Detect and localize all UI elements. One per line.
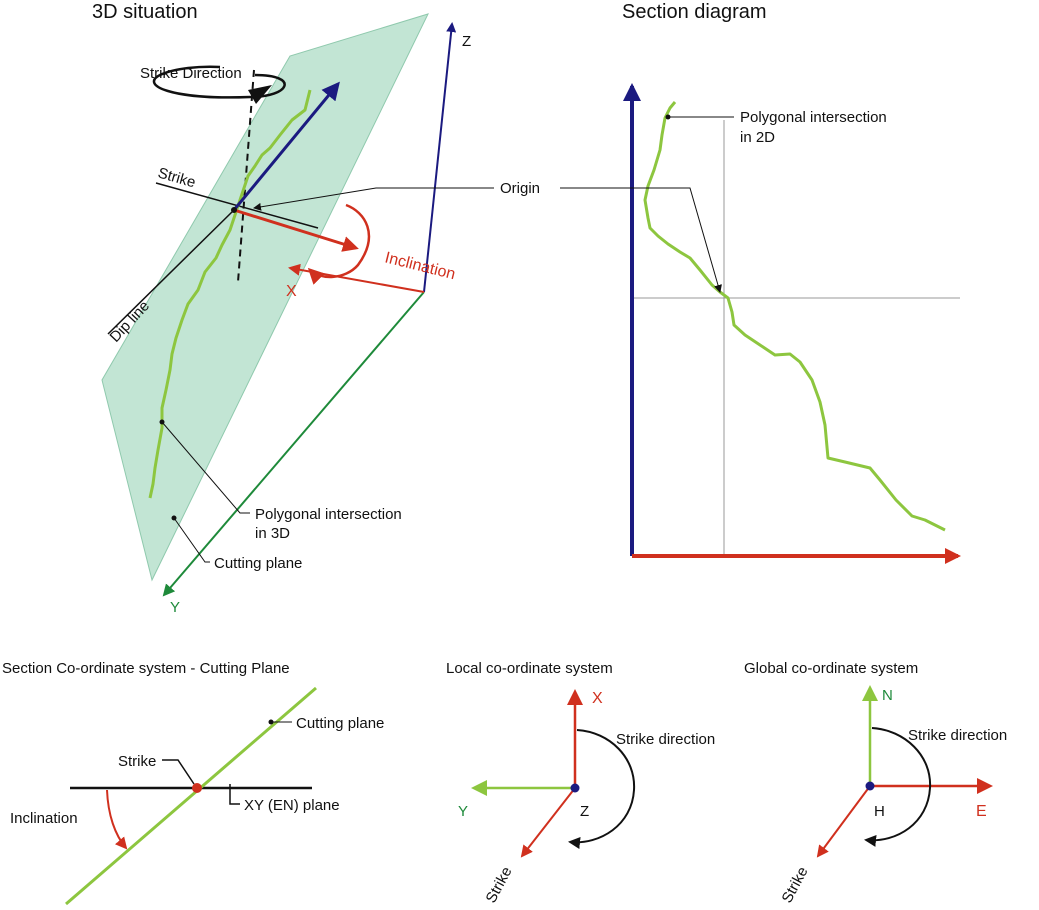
xy-plane-leader: [229, 784, 240, 805]
polygonal-intersection-2d-label-2: in 2D: [740, 129, 775, 146]
title-global-cs: Global co-ordinate system: [744, 660, 918, 677]
global-strike-arrow: [816, 785, 871, 858]
global-e-label: E: [976, 803, 987, 820]
strike-label-3d: Strike: [156, 165, 198, 192]
dip-direction-arrow: [232, 81, 340, 211]
polygonal-intersection-2d-label-1: Polygonal intersection: [740, 109, 887, 126]
local-strike-direction-label: Strike direction: [616, 731, 715, 748]
cutting-plane-shape: [101, 13, 429, 582]
inclination-arc-2d: [106, 789, 128, 850]
polygonal-intersection-3d-label-1: Polygonal intersection: [255, 506, 402, 523]
global-n-label: N: [882, 687, 893, 704]
inclination-label-3d: Inclination: [383, 249, 457, 283]
local-strike-direction-arc: [568, 729, 636, 849]
global-strike-direction-arc: [864, 727, 932, 847]
local-x-label: X: [592, 690, 603, 707]
origin-dot-3d: [231, 207, 237, 213]
title-section-diagram: Section diagram: [622, 1, 767, 23]
global-strike-label: Strike: [779, 864, 812, 906]
strike-leader-2d: [162, 759, 195, 785]
global-origin-dot: [865, 781, 875, 791]
inclination-vector-arrow: [233, 208, 359, 252]
polygonal-intersection-3d-label-2: in 3D: [255, 525, 290, 542]
origin-leader-3d: [253, 187, 494, 211]
origin-label: Origin: [500, 180, 540, 197]
inclination-arc: [307, 203, 371, 285]
polygonal-intersection-3d: [148, 89, 312, 499]
global-strike-direction-label: Strike direction: [908, 727, 1007, 744]
polygonal-intersection-2d: [643, 101, 946, 532]
strike-direction-label: Strike Direction: [140, 65, 242, 82]
title-section-cs: Section Co-ordinate system - Cutting Pla…: [2, 660, 290, 677]
title-3d-situation: 3D situation: [92, 1, 198, 23]
xy-plane-label: XY (EN) plane: [244, 797, 340, 814]
axis-y-label: Y: [170, 599, 180, 616]
axis-z-label: Z: [462, 33, 471, 50]
cutting-plane-label-3d: Cutting plane: [214, 555, 302, 572]
axis-x-label: X: [286, 283, 297, 300]
dip-line: [107, 209, 235, 335]
local-strike-arrow: [520, 787, 576, 858]
cutting-plane-line-2d: [65, 686, 317, 906]
y-axis-arrow: [162, 291, 425, 597]
global-h-label: H: [874, 803, 885, 820]
origin-leader-section: [560, 187, 722, 293]
title-local-cs: Local co-ordinate system: [446, 660, 613, 677]
cutting-plane-label-2d: Cutting plane: [296, 715, 384, 732]
strike-label-2d: Strike: [118, 753, 156, 770]
inclination-label-2d: Inclination: [10, 810, 78, 827]
local-z-label: Z: [580, 803, 589, 820]
intersection-3d-leader: [161, 421, 250, 514]
z-axis-arrow: [423, 22, 457, 293]
strike-rotation-arrowhead: [248, 85, 272, 104]
local-y-label: Y: [458, 803, 468, 820]
local-origin-dot: [570, 783, 580, 793]
section-origin-dot: [192, 783, 202, 793]
cutting-plane-leader: [173, 517, 210, 563]
strike-rotation-arrow: [152, 65, 286, 99]
local-strike-label: Strike: [483, 864, 516, 906]
